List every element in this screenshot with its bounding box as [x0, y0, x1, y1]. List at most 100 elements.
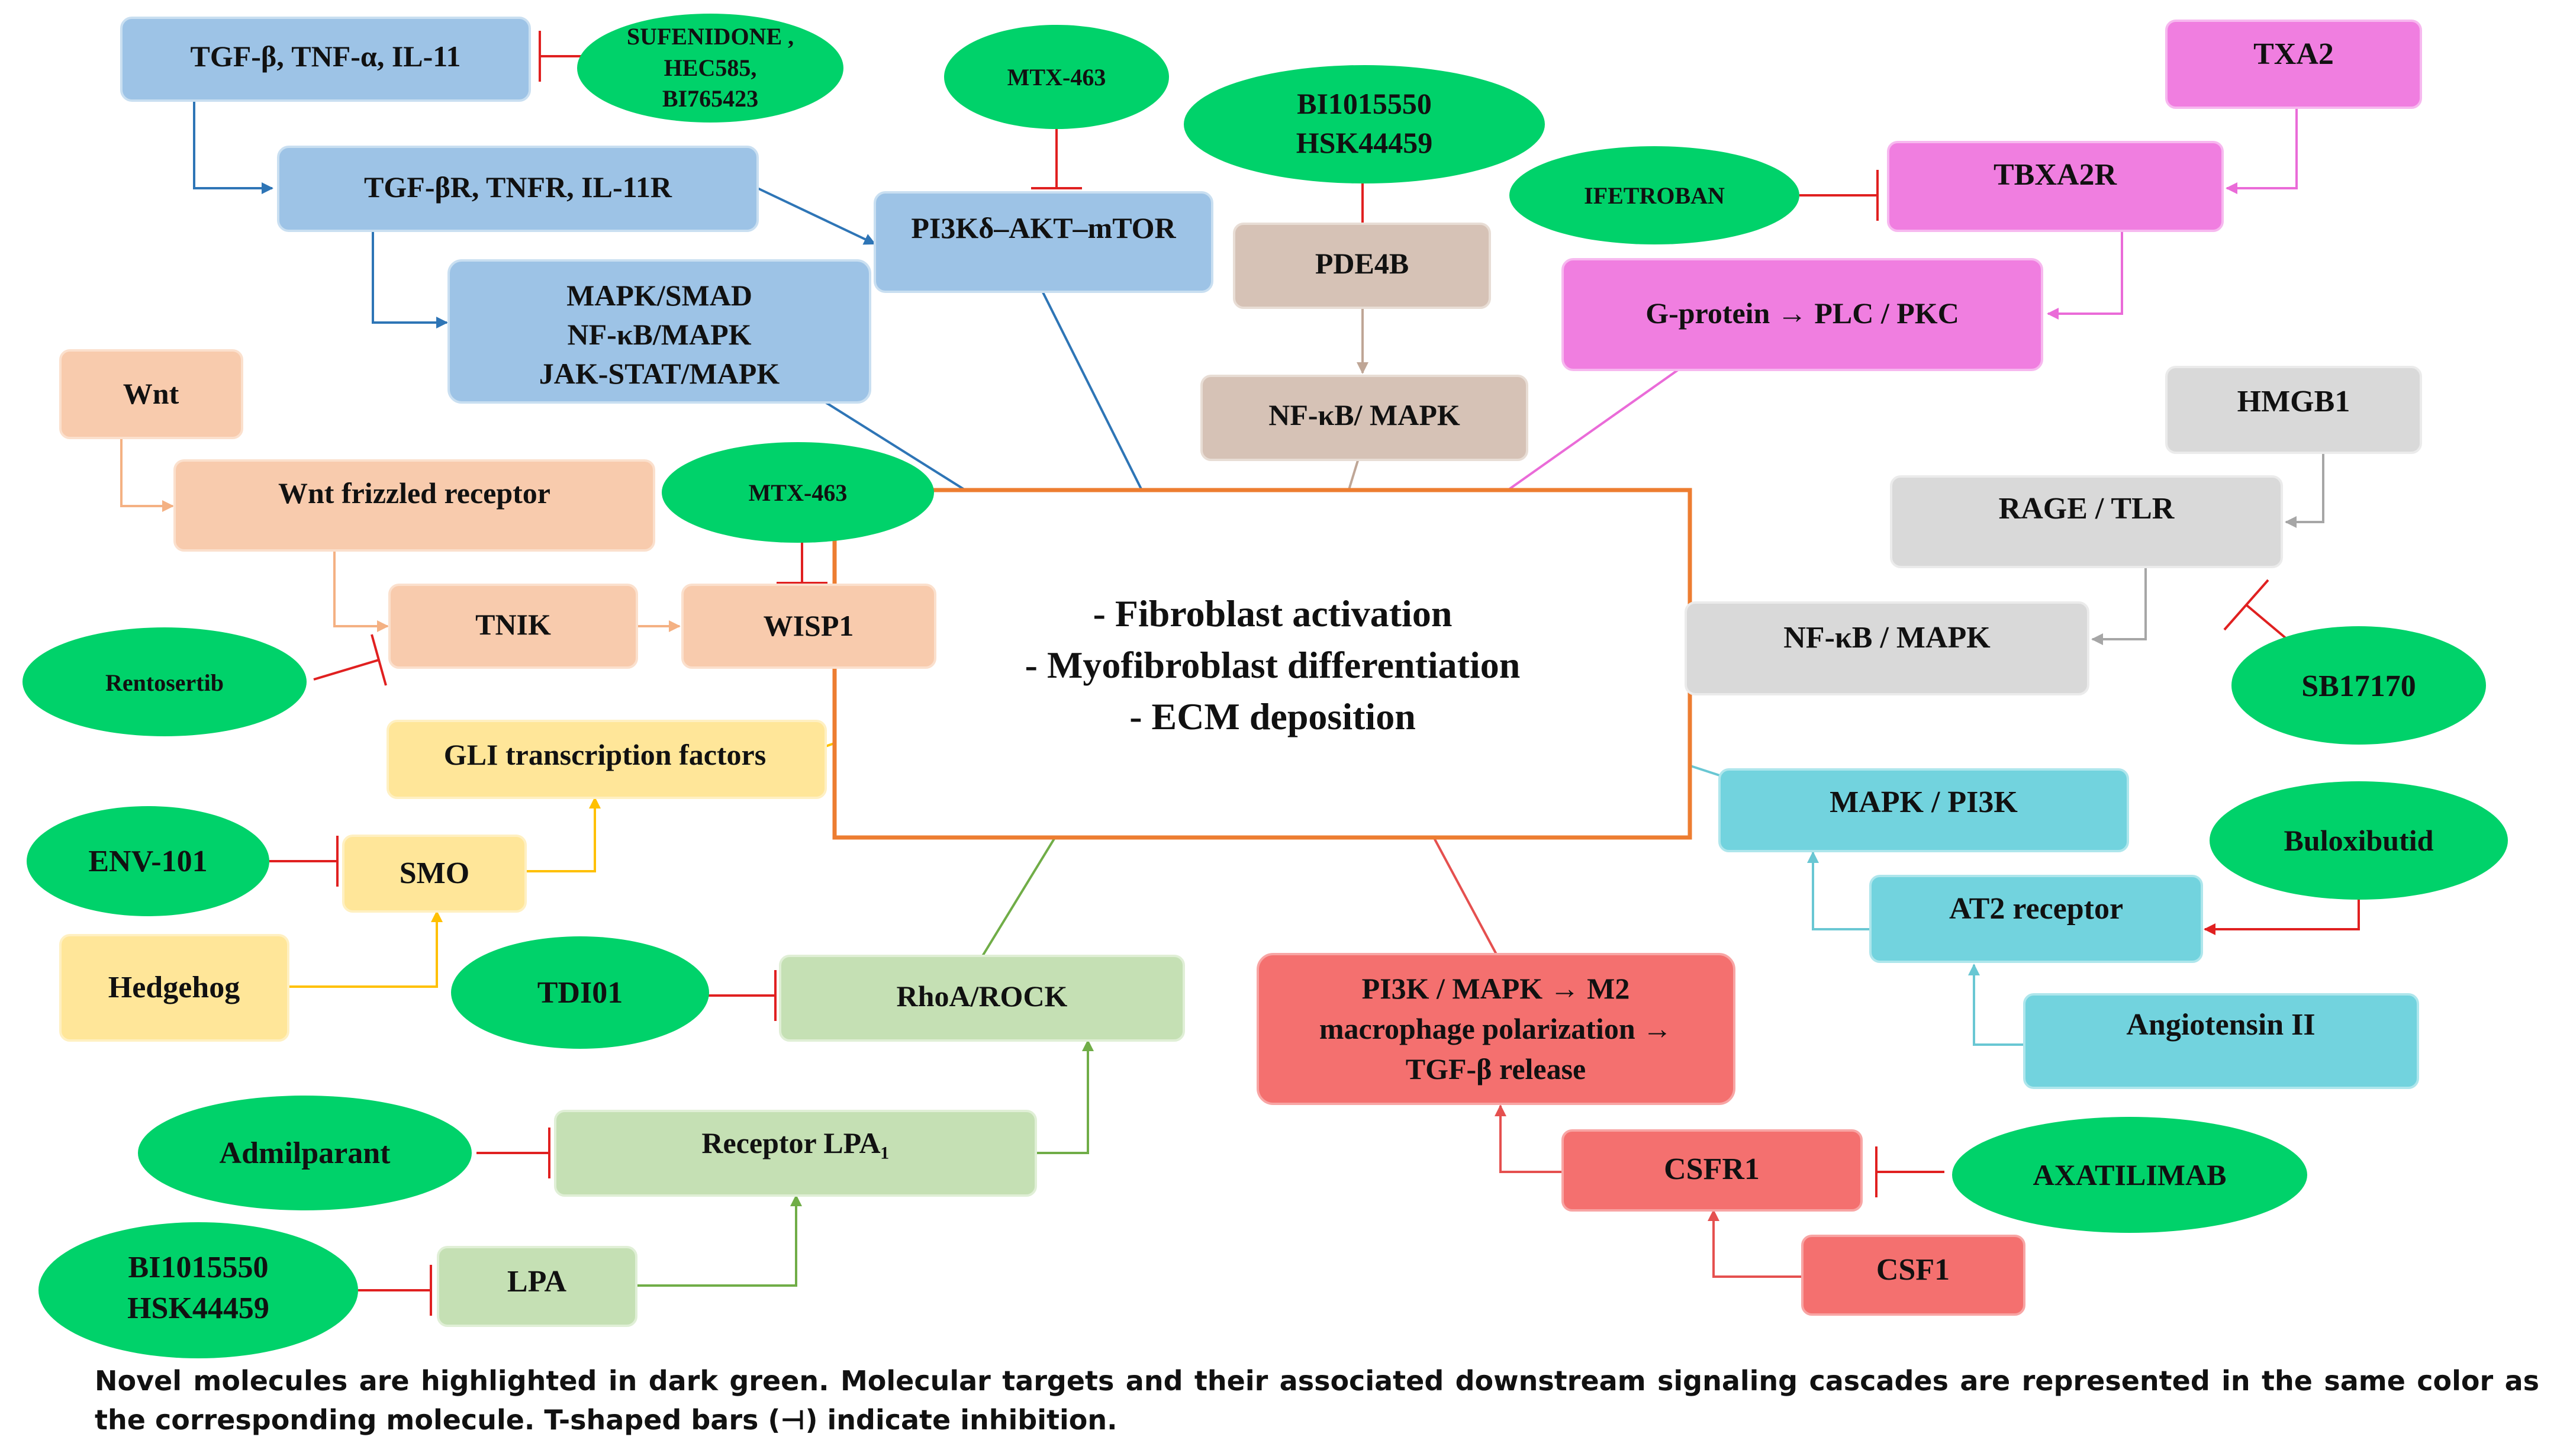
inhibit-bi-bottom — [358, 1265, 432, 1316]
svg-text:MAPK/SMAD: MAPK/SMAD — [566, 279, 752, 312]
inhibit-axatilimab — [1875, 1146, 1944, 1197]
drug-tdi01: TDI01 — [451, 936, 709, 1049]
node-smo: SMO — [342, 835, 527, 913]
svg-text:HMGB1: HMGB1 — [2237, 385, 2350, 418]
svg-text:Buloxibutid: Buloxibutid — [2284, 824, 2434, 857]
svg-text:MTX-463: MTX-463 — [1007, 64, 1106, 91]
svg-text:TNIK: TNIK — [475, 608, 551, 641]
node-mapk-pi3k: MAPK / PI3K — [1718, 768, 2129, 852]
svg-text:macrophage polarization →: macrophage polarization → — [1319, 1012, 1672, 1045]
svg-text:Wnt: Wnt — [123, 377, 179, 410]
drug-bi1015550-top: BI1015550 HSK44459 — [1184, 65, 1545, 183]
svg-text:TGF-βR, TNFR, IL-11R: TGF-βR, TNFR, IL-11R — [364, 170, 672, 204]
node-lpa: LPA — [437, 1246, 637, 1327]
inhibit-sb17170 — [2223, 579, 2292, 643]
drug-ifetroban: IFETROBAN — [1509, 146, 1799, 244]
svg-text:Hedgehog: Hedgehog — [108, 971, 240, 1004]
svg-text:BI1015550: BI1015550 — [128, 1251, 269, 1284]
svg-text:MAPK / PI3K: MAPK / PI3K — [1830, 785, 2018, 819]
arrow-hmgb1-to-rage — [2285, 453, 2324, 528]
arrow-wnt-to-receptor — [120, 438, 174, 512]
arrow-csfr1-to-pi3k-m2 — [1495, 1104, 1563, 1173]
svg-text:SUFENIDONE ,: SUFENIDONE , — [627, 23, 794, 50]
drug-env-101: ENV-101 — [27, 806, 269, 916]
svg-text:IFETROBAN: IFETROBAN — [1584, 182, 1725, 209]
inhibit-env101 — [269, 836, 339, 887]
svg-text:NF-κB / MAPK: NF-κB / MAPK — [1783, 621, 1991, 655]
svg-text:NF-κB/ MAPK: NF-κB/ MAPK — [1268, 398, 1460, 431]
svg-text:WISP1: WISP1 — [764, 609, 854, 642]
svg-text:MTX-463: MTX-463 — [749, 479, 848, 506]
svg-text:Wnt frizzled receptor: Wnt frizzled receptor — [278, 476, 550, 510]
arrow-csf1-to-csfr1 — [1708, 1209, 1802, 1278]
center-line-2: - Myofibroblast differentiation — [1025, 644, 1521, 686]
arrow-lpa1-to-rhoa — [1035, 1039, 1094, 1154]
inhibit-mtx-mid — [777, 537, 827, 584]
svg-text:Angiotensin II: Angiotensin II — [2126, 1008, 2315, 1042]
svg-text:BI1015550: BI1015550 — [1297, 87, 1432, 120]
node-nfkb-mapk-top: NF-κB/ MAPK — [1200, 375, 1528, 461]
arrow-at2-to-mapk-pi3k — [1807, 851, 1870, 930]
node-tbxa2r: TBXA2R — [1887, 141, 2224, 232]
drug-buloxibutid: Buloxibutid — [2210, 781, 2508, 900]
node-hmgb1: HMGB1 — [2165, 366, 2422, 454]
node-wnt: Wnt — [59, 349, 243, 439]
svg-text:PDE4B: PDE4B — [1315, 247, 1409, 280]
node-at2-receptor: AT2 receptor — [1869, 875, 2203, 963]
arrow-angiotensin-to-at2 — [1968, 964, 2024, 1046]
svg-text:HSK44459: HSK44459 — [1296, 126, 1433, 159]
inhibit-ifetroban — [1799, 170, 1879, 221]
center-outcome-box — [832, 488, 1692, 840]
svg-text:AXATILIMAB: AXATILIMAB — [2033, 1158, 2227, 1191]
arrow-receptors-to-pi3k — [757, 187, 876, 245]
svg-text:SB17170: SB17170 — [2301, 669, 2416, 703]
svg-text:BI765423: BI765423 — [662, 85, 758, 112]
node-tgf-receptors: TGF-βR, TNFR, IL-11R — [277, 146, 759, 232]
svg-text:HEC585,: HEC585, — [664, 54, 757, 81]
arrow-txa2-to-tbxa2r — [2226, 108, 2298, 194]
node-tnik: TNIK — [388, 584, 638, 669]
node-hedgehog: Hedgehog — [59, 934, 289, 1042]
drug-sb17170: SB17170 — [2231, 626, 2486, 745]
drug-admilparant: Admilparant — [138, 1096, 472, 1210]
node-gli: GLI transcription factors — [387, 720, 827, 799]
arrow-tgf-to-receptors — [193, 101, 273, 194]
node-angiotensin-ii: Angiotensin II — [2023, 993, 2419, 1089]
node-pi3k-m2-polarization: PI3K / MAPK → M2 macrophage polarization… — [1257, 953, 1735, 1105]
svg-text:TDI01: TDI01 — [537, 976, 623, 1010]
node-rage-tlr: RAGE / TLR — [1890, 475, 2283, 568]
drug-mtx-463-mid: MTX-463 — [662, 442, 934, 543]
svg-text:RhoA/ROCK: RhoA/ROCK — [897, 980, 1068, 1013]
node-gprotein-plc-pkc: G-protein → PLC / PKC — [1561, 258, 2043, 371]
svg-text:Receptor LPA₁: Receptor LPA₁ — [701, 1126, 889, 1159]
svg-text:Rentosertib: Rentosertib — [105, 669, 224, 696]
svg-text:TXA2: TXA2 — [2253, 37, 2334, 71]
arrow-receptor-to-tnik — [333, 550, 389, 632]
svg-text:TGF-β, TNF-α, IL-11: TGF-β, TNF-α, IL-11 — [190, 40, 460, 73]
drug-rentosertib: Rentosertib — [22, 627, 307, 736]
center-line-1: - Fibroblast activation — [1093, 592, 1453, 634]
svg-text:GLI transcription factors: GLI transcription factors — [444, 738, 766, 771]
arrow-hedgehog-to-smo — [287, 910, 443, 988]
node-mapk-smad: MAPK/SMAD NF-κB/MAPK JAK-STAT/MAPK — [447, 259, 871, 404]
drug-sufenidone: SUFENIDONE , HEC585, BI765423 — [577, 14, 843, 123]
figure-caption: Novel molecules are highlighted in dark … — [95, 1365, 2539, 1436]
center-line-3: - ECM deposition — [1129, 695, 1416, 737]
svg-text:CSF1: CSF1 — [1876, 1253, 1950, 1287]
arrow-tbxa2r-to-gprotein — [2047, 231, 2123, 320]
arrow-smo-to-gli — [526, 797, 601, 872]
svg-text:PI3Kδ–AKT–mTOR: PI3Kδ–AKT–mTOR — [911, 211, 1176, 244]
drug-mtx-463-top: MTX-463 — [944, 25, 1169, 129]
node-wisp1: WISP1 — [681, 584, 936, 669]
node-csfr1: CSFR1 — [1561, 1129, 1863, 1212]
svg-text:RAGE / TLR: RAGE / TLR — [1999, 492, 2175, 526]
svg-text:TGF-β release: TGF-β release — [1406, 1052, 1586, 1085]
svg-text:G-protein → PLC / PKC: G-protein → PLC / PKC — [1645, 297, 1959, 330]
drug-axatilimab: AXATILIMAB — [1952, 1117, 2307, 1233]
node-tgf-ligands: TGF-β, TNF-α, IL-11 — [120, 17, 531, 102]
node-pi3k-akt-mtor: PI3Kδ–AKT–mTOR — [874, 191, 1213, 293]
svg-text:Admilparant: Admilparant — [220, 1136, 391, 1170]
svg-text:AT2 receptor: AT2 receptor — [1949, 892, 2123, 926]
node-rhoa-rock: RhoA/ROCK — [779, 955, 1185, 1042]
